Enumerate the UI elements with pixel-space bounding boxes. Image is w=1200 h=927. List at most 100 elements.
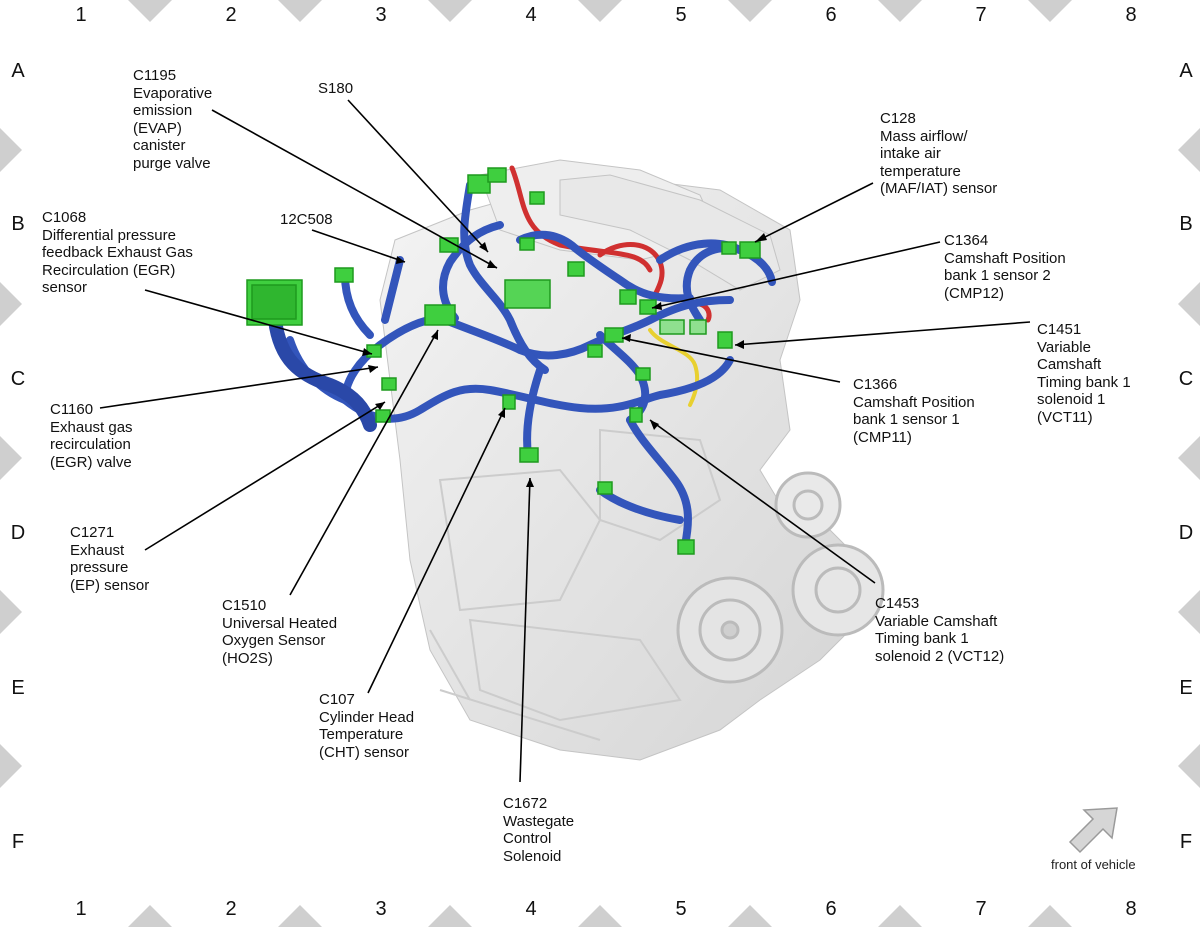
- label-c1366-cmp11: C1366 Camshaft Position bank 1 sensor 1 …: [853, 376, 975, 446]
- border-mark: [0, 436, 22, 480]
- grid-col-bottom-7: 7: [975, 898, 987, 920]
- main-connector-face: [251, 284, 297, 320]
- front-of-vehicle-label: front of vehicle: [1051, 857, 1136, 872]
- border-mark: [0, 744, 22, 788]
- front-of-vehicle-arrow: [1068, 807, 1118, 854]
- connectors: [246, 167, 761, 555]
- grid-row-left-e: E: [11, 677, 25, 699]
- engine-details: [429, 428, 722, 741]
- connector-s180: [467, 174, 491, 194]
- label-c1364-cmp12: C1364 Camshaft Position bank 1 sensor 2 …: [944, 232, 1066, 302]
- connector-c107: [502, 394, 516, 410]
- connector-c1366: [604, 327, 624, 343]
- label-c1453-vct12: C1453 Variable Camshaft Timing bank 1 so…: [875, 595, 1005, 665]
- label-c1068-egr-pressure-sensor: C1068 Differential pressure feedback Exh…: [42, 209, 193, 296]
- connector-c1672: [519, 447, 539, 463]
- border-mark: [1178, 282, 1200, 326]
- connector: [677, 539, 695, 555]
- border-mark: [0, 282, 22, 326]
- grid-col-bottom-5: 5: [675, 898, 687, 920]
- label-c1510-ho2s: C1510 Universal Heated Oxygen Sensor (HO…: [222, 597, 338, 667]
- connector: [659, 319, 685, 335]
- connector-c1510: [424, 304, 456, 326]
- grid-row-right-f: F: [1179, 831, 1193, 853]
- grid-col-bottom-2: 2: [225, 898, 237, 920]
- grid-row-right-c: C: [1178, 368, 1194, 390]
- border-mark: [0, 128, 22, 172]
- connector-12c508: [439, 237, 459, 253]
- label-c128-maf-iat-sensor: C128 Mass airflow/ intake air temperatur…: [880, 110, 998, 197]
- border-mark: [1178, 590, 1200, 634]
- border-mark: [878, 0, 922, 22]
- grid-col-bottom-1: 1: [75, 898, 87, 920]
- border-mark: [878, 905, 922, 927]
- border-mark: [1178, 128, 1200, 172]
- grid-col-top-1: 1: [75, 4, 87, 26]
- grid-row-left-c: C: [10, 368, 26, 390]
- border-mark: [428, 905, 472, 927]
- grid-col-bottom-3: 3: [375, 898, 387, 920]
- grid-col-bottom-6: 6: [825, 898, 837, 920]
- border-mark: [728, 905, 772, 927]
- grid-row-left-d: D: [10, 522, 26, 544]
- label-c1672-wastegate-solenoid: C1672 Wastegate Control Solenoid: [503, 795, 575, 865]
- grid-col-bottom-4: 4: [525, 898, 537, 920]
- connector-c1068b: [366, 344, 382, 358]
- label-c1160-egr-valve: C1160 Exhaust gas recirculation (EGR) va…: [50, 401, 133, 471]
- grid-col-top-5: 5: [675, 4, 687, 26]
- connector-evap: [504, 279, 551, 309]
- border-mark: [578, 905, 622, 927]
- leader-arrowheads: [362, 233, 767, 487]
- label-c1451-vct11: C1451 Variable Camshaft Timing bank 1 so…: [1037, 321, 1131, 426]
- grid-col-top-8: 8: [1125, 4, 1137, 26]
- label-c1271-ep-sensor: C1271 Exhaust pressure (EP) sensor: [70, 524, 150, 594]
- grid-col-top-4: 4: [525, 4, 537, 26]
- connector: [597, 481, 613, 495]
- grid-row-left-b: B: [11, 213, 25, 235]
- label-12c508: 12C508: [280, 211, 333, 228]
- grid-col-top-3: 3: [375, 4, 387, 26]
- border-mark: [1028, 905, 1072, 927]
- yellow-wire: [648, 328, 700, 407]
- connector-c1453: [629, 407, 643, 423]
- border-mark: [1178, 744, 1200, 788]
- grid-row-right-b: B: [1179, 213, 1193, 235]
- connector: [635, 367, 651, 381]
- connector: [587, 344, 603, 358]
- grid-row-right-e: E: [1179, 677, 1193, 699]
- grid-row-right-a: A: [1179, 60, 1193, 82]
- grid-col-top-7: 7: [975, 4, 987, 26]
- grid-col-top-2: 2: [225, 4, 237, 26]
- border-mark: [1028, 0, 1072, 22]
- border-mark: [278, 905, 322, 927]
- border-mark: [728, 0, 772, 22]
- grid-row-left-f: F: [11, 831, 25, 853]
- connector: [619, 289, 637, 305]
- grid-row-left-a: A: [11, 60, 25, 82]
- connector: [567, 261, 585, 277]
- connector-c1451: [717, 331, 733, 349]
- connector: [529, 191, 545, 205]
- grid-row-right-d: D: [1178, 522, 1194, 544]
- grid-col-top-6: 6: [825, 4, 837, 26]
- connector-c1160: [381, 377, 397, 391]
- label-s180: S180: [318, 80, 354, 97]
- connector-c128: [739, 241, 761, 259]
- border-mark: [0, 590, 22, 634]
- border-mark: [128, 0, 172, 22]
- border-mark: [1178, 436, 1200, 480]
- border-mark: [128, 905, 172, 927]
- connector-c1068: [334, 267, 354, 283]
- border-mark: [278, 0, 322, 22]
- grid-col-bottom-8: 8: [1125, 898, 1137, 920]
- label-c1195-evap-purge-valve: C1195 Evaporative emission (EVAP) canist…: [133, 67, 213, 172]
- connector: [519, 237, 535, 251]
- connector-top: [487, 167, 507, 183]
- border-mark: [428, 0, 472, 22]
- border-mark: [578, 0, 622, 22]
- crank-pulley: [676, 471, 885, 684]
- connector: [689, 319, 707, 335]
- leader-lines: [99, 99, 1031, 783]
